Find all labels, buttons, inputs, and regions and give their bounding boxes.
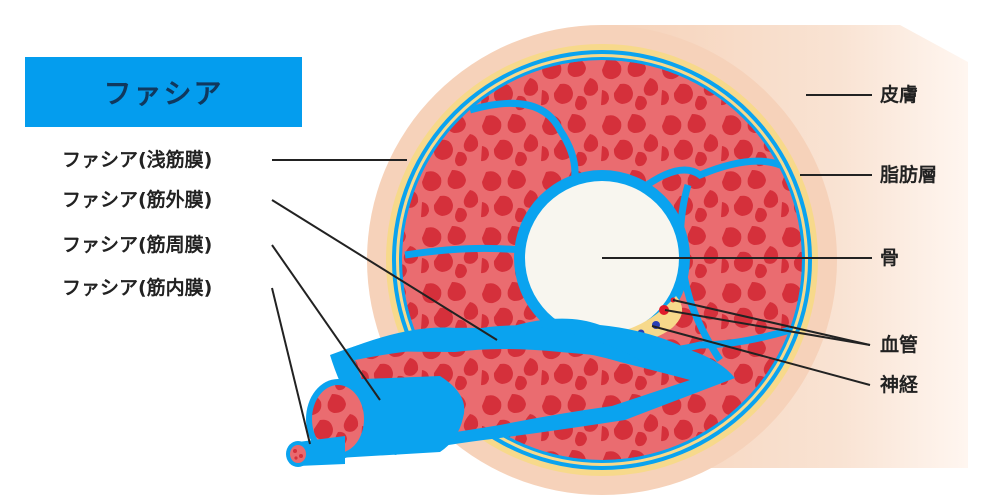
title-text: ファシア <box>103 77 224 110</box>
leader-line-vessel-a <box>672 299 871 346</box>
muscle-fiber-cross-section <box>290 445 306 463</box>
myofibril-dot <box>293 449 297 453</box>
label-epimysium: ファシア(筋外膜) <box>62 189 213 211</box>
septum-right <box>676 184 723 362</box>
label-superficial-fascia: ファシア(浅筋膜) <box>62 149 213 171</box>
label-nerve: 神経 <box>880 374 919 396</box>
label-bone: 骨 <box>880 247 900 269</box>
myofibril-dot <box>294 456 298 460</box>
myofibril-dot <box>299 454 303 458</box>
label-skin: 皮膚 <box>880 84 919 106</box>
perimysium-tube <box>338 376 465 458</box>
artery <box>659 305 669 315</box>
fascicle-cross-section <box>312 385 364 453</box>
septum-top-right <box>637 157 792 193</box>
leader-line-nerve <box>651 325 871 386</box>
label-perimysium: ファシア(筋周膜) <box>62 234 213 256</box>
leader-line-epimysium <box>271 199 498 341</box>
label-fat-layer: 脂肪層 <box>880 164 938 186</box>
leader-line-endomysium <box>271 287 311 445</box>
leader-line-vessel-b <box>664 309 871 346</box>
septum-left <box>404 244 521 259</box>
label-endomysium: ファシア(筋内膜) <box>62 277 213 299</box>
epimysium-fold <box>345 325 640 360</box>
leader-line-perimysium <box>271 244 381 401</box>
label-blood-vessel: 血管 <box>880 334 919 356</box>
title-banner: ファシア <box>25 57 302 127</box>
